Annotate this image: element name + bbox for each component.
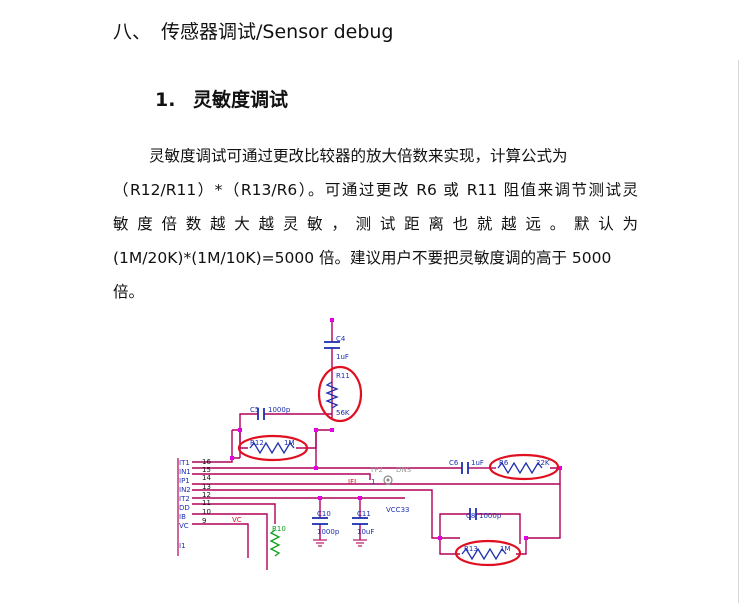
c10-value: 1000p	[317, 528, 340, 536]
paragraph: 灵敏度调试可通过更改比较器的放大倍数来实现，计算公式为 （R12/R11）*（R…	[113, 139, 638, 309]
pin-number: 16	[202, 458, 211, 466]
r6-name: R6	[499, 459, 509, 467]
junction-nodes	[230, 318, 562, 540]
c6-value: 1uF	[471, 459, 484, 467]
pin-number: 13	[202, 483, 211, 491]
paragraph-line: 灵敏度调试可通过更改比较器的放大倍数来实现，计算公式为	[149, 147, 568, 165]
pin-number: 11	[202, 499, 211, 507]
circuit-schematic: C4 1uF R11 56K C5 1000p R12 1M C6 1uF R6…	[177, 318, 562, 570]
r12-name: R12	[250, 439, 264, 447]
pin-name: IT1	[179, 459, 190, 467]
pin-name: IP1	[179, 477, 190, 485]
wires	[192, 320, 561, 570]
pin-number: 9	[202, 517, 206, 525]
vcc33-label: VCC33	[386, 506, 409, 514]
c8-value: 1000p	[479, 512, 502, 520]
pin-numbers: 16 15 14 13 12 11 10 9	[202, 458, 211, 525]
pin-name: IT2	[179, 495, 190, 503]
pin-number: 10	[202, 508, 211, 516]
tp2-label: TP2	[369, 466, 383, 474]
pin-name: I1	[179, 542, 186, 550]
capacitor-plates	[257, 341, 477, 525]
r10-name: R10	[272, 525, 286, 533]
r12-value: 1M	[284, 439, 295, 447]
paragraph-line: （R12/R11）*（R13/R6）。可通过更改 R6 或 R11 阻值来调节测…	[113, 181, 638, 199]
c11-name: C11	[357, 510, 371, 518]
page-border	[738, 60, 739, 603]
pin-number: 14	[202, 474, 211, 482]
pin-number: 12	[202, 491, 211, 499]
r10-resistor	[269, 529, 281, 557]
c6-name: C6	[449, 459, 459, 467]
paragraph-line: (1M/20K)*(1M/10K)=5000 倍。建议用户不要把灵敏度调的高于 …	[113, 249, 612, 267]
dns-label: DNS	[396, 466, 412, 474]
pin-name: IN2	[179, 486, 191, 494]
pin-name: DD	[179, 504, 190, 512]
component-labels: C4 1uF R11 56K C5 1000p R12 1M C6 1uF R6…	[250, 335, 550, 553]
subsection-number: 1.	[155, 89, 176, 111]
c4-name: C4	[336, 335, 346, 343]
pin-name: IB	[179, 513, 186, 521]
c4-value: 1uF	[336, 353, 349, 361]
schematic-figure: C4 1uF R11 56K C5 1000p R12 1M C6 1uF R6…	[170, 318, 590, 570]
c5-name: C5	[250, 406, 259, 414]
subsection-title: 灵敏度调试	[193, 89, 289, 111]
section-title: 传感器调试/Sensor debug	[161, 21, 394, 43]
paragraph-line: 敏度倍数越大越灵敏，测试距离也就越远。默认为	[113, 215, 638, 233]
pin-names: IT1 IN1 IP1 IN2 IT2 DD IB VC I1	[179, 459, 191, 550]
c5-value: 1000p	[268, 406, 291, 414]
pin-name: VC	[179, 522, 189, 530]
ifi-label: IFI	[348, 478, 356, 486]
pin1-label: 1	[371, 478, 375, 486]
test-point-icon	[383, 475, 393, 485]
paragraph-line: 倍。	[113, 283, 145, 301]
resistor-zigzags	[249, 381, 543, 561]
ground-symbols	[313, 539, 367, 547]
r11-name: R11	[336, 372, 350, 380]
pin-name: IN1	[179, 468, 191, 476]
highlight-ellipses	[237, 365, 560, 567]
c8-name: C8	[466, 512, 475, 520]
r11-value: 56K	[336, 409, 350, 417]
r13-value: 1M	[500, 545, 511, 553]
vc-label: VC	[232, 516, 242, 524]
pin-number: 15	[202, 466, 211, 474]
section-number: 八、	[113, 21, 152, 43]
r6-value: 22K	[536, 459, 550, 467]
c11-value: 10uF	[357, 528, 374, 536]
c10-name: C10	[317, 510, 331, 518]
subsection-heading: 1. 灵敏度调试	[155, 86, 288, 114]
section-heading: 八、传感器调试/Sensor debug	[113, 18, 393, 46]
r13-name: R13	[464, 545, 478, 553]
